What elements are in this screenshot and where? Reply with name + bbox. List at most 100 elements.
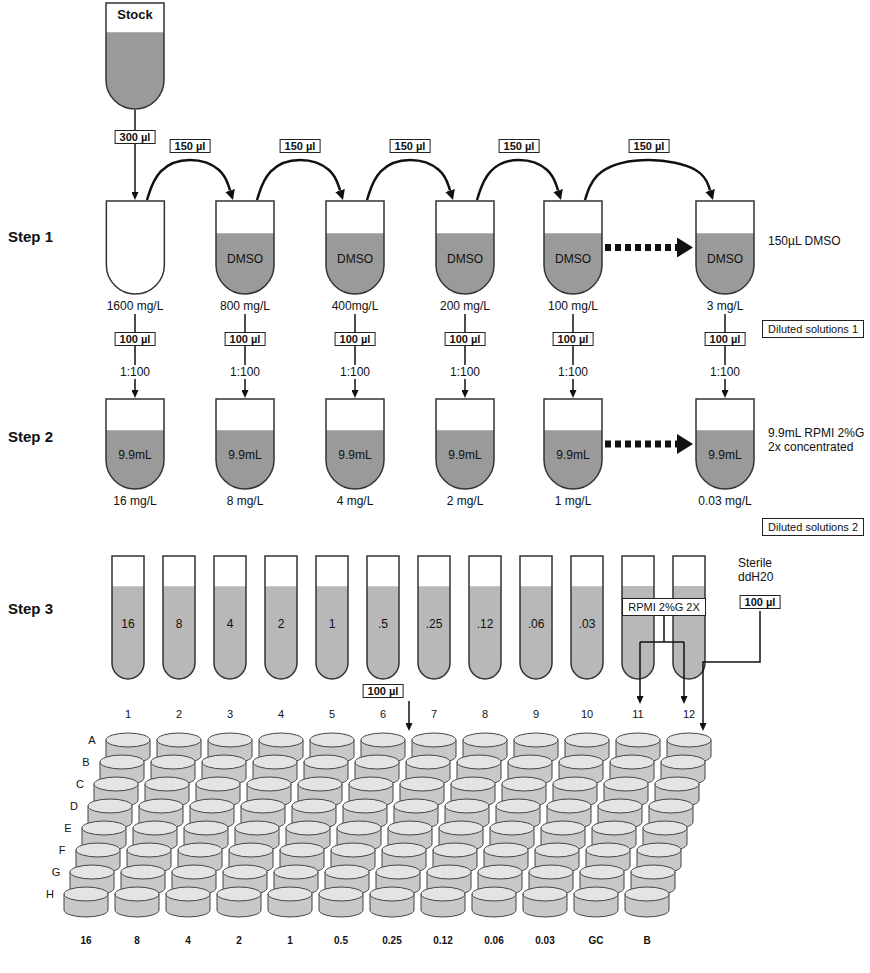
tube-text: .12 (477, 617, 494, 631)
column-number: 12 (683, 708, 695, 720)
volume-label: 100 µl (363, 684, 404, 698)
volume-label: 150 µl (170, 139, 211, 153)
transfer-arrow (147, 160, 230, 200)
tube-text: 9.9mL (118, 448, 151, 462)
tube-shape (215, 200, 275, 295)
row-letter: B (82, 756, 89, 768)
well-concentration: 16 (80, 935, 91, 946)
plate-well (523, 887, 567, 917)
plate-well (421, 887, 465, 917)
tube-text: .06 (528, 617, 545, 631)
tube-liquid (265, 586, 297, 679)
row-letter: E (64, 822, 71, 834)
tube-outline (469, 556, 501, 679)
plate-well (166, 887, 210, 917)
tube-shape (435, 398, 495, 490)
tube-body (106, 399, 164, 489)
dilution-ratio: 1:100 (708, 365, 742, 379)
well-concentration: 8 (134, 935, 140, 946)
transfer-arrow (134, 110, 136, 192)
tube-body (571, 556, 603, 679)
tube-body (673, 556, 705, 679)
tube-text: Stock (117, 7, 152, 22)
tube-outline (265, 556, 297, 679)
tube-body (106, 201, 164, 294)
volume-label: 100 µl (740, 595, 781, 609)
column-number: 5 (329, 708, 335, 720)
tube-text: DMSO (707, 252, 743, 266)
tube-liquid (112, 586, 144, 679)
test-tube: 9.9mL16 mg/L (105, 398, 165, 509)
tube-body (622, 556, 654, 679)
tube-liquid (316, 586, 348, 679)
well-concentration: 0.12 (433, 935, 452, 946)
volume-label: 300 µl (115, 130, 156, 144)
row-letter: A (88, 734, 95, 746)
medium-arrow (639, 642, 641, 696)
well-concentration: 2 (236, 935, 242, 946)
tube-text: 9.9mL (708, 448, 741, 462)
tube-outline (696, 399, 754, 489)
concentration-label: 0.03 mg/L (698, 494, 751, 508)
tube-outline (214, 556, 246, 679)
tube-outline (436, 399, 494, 489)
tube-text: Diluted solutions 2 (768, 521, 858, 533)
tube-body (544, 201, 602, 294)
tube-body (216, 399, 274, 489)
row-letter: D (70, 800, 78, 812)
tube-outline (436, 201, 494, 294)
test-tube: .25 (417, 555, 451, 680)
tube-text: 2 (278, 617, 285, 631)
well-concentration: 4 (185, 935, 191, 946)
tube-outline (216, 399, 274, 489)
test-tube: .5 (366, 555, 400, 680)
dilution-ratio: 1:100 (228, 365, 262, 379)
medium-line (663, 616, 665, 642)
tube-outline (106, 201, 164, 294)
dilution-ratio: 1:100 (118, 365, 152, 379)
tube-text: .25 (426, 617, 443, 631)
volume-label: 150 µl (629, 139, 670, 153)
tube-liquid (469, 586, 501, 679)
tube-text: DMSO (555, 252, 591, 266)
transfer-arrow (585, 160, 710, 200)
tube-body (316, 556, 348, 679)
plate-well (625, 887, 669, 917)
plate-well (64, 887, 108, 917)
test-tube: 4 (213, 555, 247, 680)
column-number: 3 (227, 708, 233, 720)
column-number: 10 (581, 708, 593, 720)
tube-liquid (214, 586, 246, 679)
tube-text: 16 (121, 617, 134, 631)
tube-outline (544, 201, 602, 294)
tube-liquid (367, 586, 399, 679)
tube-body (214, 556, 246, 679)
medium-line (640, 641, 684, 643)
tube-body (469, 556, 501, 679)
step-label: Step 3 (8, 600, 53, 617)
tube-body (436, 399, 494, 489)
tube-shape (104, 200, 167, 295)
volume-label: 150 µl (390, 139, 431, 153)
test-tube: 9.9mL 0.03 mg/L (695, 398, 755, 509)
tube-liquid (520, 586, 552, 679)
tube-outline (696, 201, 754, 294)
tube-shape (325, 398, 385, 490)
note: 150µL DMSO (768, 234, 841, 248)
dilution-ratio: 1:100 (556, 365, 590, 379)
column-number: 9 (533, 708, 539, 720)
concentration-label: 400mg/L (332, 299, 379, 313)
test-tube: DMSO400mg/L (325, 200, 385, 314)
test-tube: 1600 mg/L (104, 200, 167, 314)
tube-shape (695, 200, 755, 295)
test-tube: .06 (519, 555, 553, 680)
concentration-label: 800 mg/L (220, 299, 270, 313)
column-number: 4 (278, 708, 284, 720)
test-tube: 16 (111, 555, 145, 680)
transfer-arrow (477, 160, 558, 200)
tube-outline (622, 556, 654, 679)
note: 9.9mL RPMI 2%G 2x concentrated (768, 426, 868, 454)
test-tube: DMSO3 mg/L (695, 200, 755, 314)
concentration-label: 1600 mg/L (107, 299, 164, 313)
